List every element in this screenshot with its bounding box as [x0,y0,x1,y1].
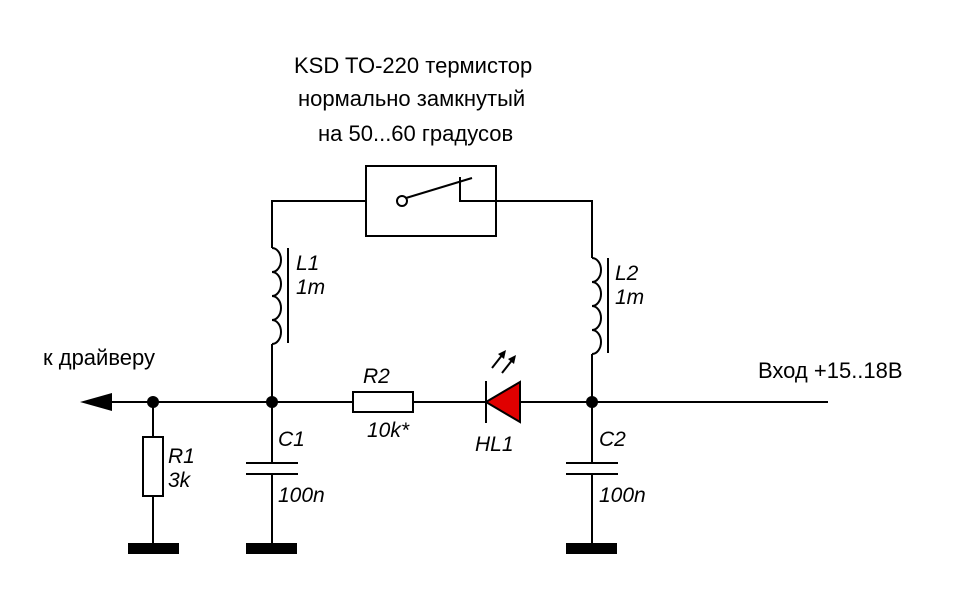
hl1-ref: HL1 [475,433,514,456]
c1-value: 100n [278,484,325,507]
l2-value: 1m [615,286,644,309]
title-line-3: на 50...60 градусов [318,121,513,146]
title-line-2: нормально замкнутый [298,86,525,111]
title-line-1: KSD TO-220 термистор [294,53,532,78]
led-hl1 [484,380,521,424]
l1-ref: L1 [296,252,319,275]
input-label: Вход +15..18В [758,358,903,383]
l1-value: 1m [296,276,325,299]
c1-ref: C1 [278,428,305,451]
l2-ref: L2 [615,262,639,285]
r1-value: 3k [168,469,192,492]
capacitor-c2 [566,462,618,475]
thermostat-switch [365,165,497,237]
output-arrow-icon [80,393,112,411]
wire-top-left [271,200,366,248]
c2-value: 100n [599,484,646,507]
output-label: к драйверу [43,345,155,370]
c2-ref: C2 [599,428,626,451]
r2-value: 10k* [367,419,410,442]
inductor-l2 [591,257,609,355]
r1-ref: R1 [168,445,195,468]
resistor-r2 [352,391,414,413]
inductor-l1 [271,247,289,345]
wire-top-right [496,200,593,258]
ground-c1-icon [246,543,297,554]
r2-ref: R2 [363,365,390,388]
resistor-r1 [142,436,164,497]
capacitor-c1 [246,462,298,475]
light-emission-icon [491,350,516,374]
ground-c2-icon [566,543,617,554]
ground-r1-icon [128,543,179,554]
